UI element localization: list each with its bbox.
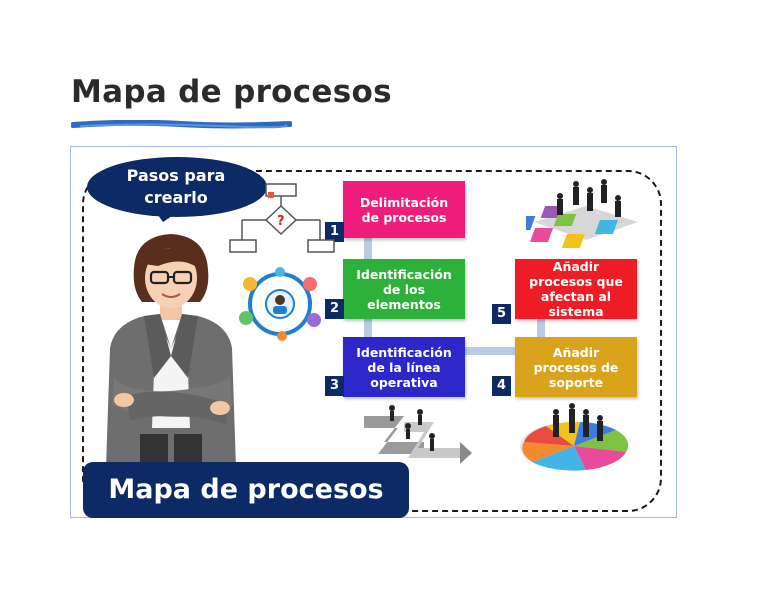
step-2-box: Identificación de los elementos	[343, 259, 465, 319]
speech-bubble	[87, 157, 267, 222]
step-3-box: Identificación de la línea operativa	[343, 337, 465, 397]
step-4-number: 4	[492, 376, 511, 396]
flowchart-icon: ?	[229, 183, 335, 253]
speech-bubble-text: Pasos para crearlo	[126, 166, 226, 207]
step-5-number: 5	[492, 304, 511, 324]
step-1-label: Delimitación de procesos	[359, 194, 449, 225]
title-badge-text: Mapa de procesos	[108, 474, 384, 505]
step-1-number: 1	[325, 222, 344, 242]
title-badge	[83, 462, 409, 518]
step-3-label: Identificación de la línea operativa	[356, 344, 452, 390]
step-2-label: Identificación de los elementos	[356, 266, 452, 312]
puzzle-circle-people-icon	[520, 403, 629, 471]
step-5-box: Añadir procesos que afectan al sistema	[515, 259, 637, 319]
network-people-icon	[239, 267, 321, 341]
title-underline	[71, 120, 292, 129]
svg-text:?: ?	[277, 214, 285, 229]
step-5-label: Añadir procesos que afectan al sistema	[529, 259, 623, 319]
step-1-box: Delimitación de procesos	[343, 181, 465, 238]
connector-horizontal	[440, 347, 520, 355]
page-title: Mapa de procesos	[71, 74, 392, 110]
step-4-label: Añadir procesos de soporte	[533, 344, 619, 390]
step-2-number: 2	[325, 299, 344, 319]
step-3-number: 3	[325, 376, 344, 396]
puzzle-people-icon	[526, 179, 638, 248]
arrows-people-icon	[364, 405, 472, 464]
businesswoman-illustration	[106, 234, 236, 470]
step-4-box: Añadir procesos de soporte	[515, 337, 637, 397]
connector-vertical-right	[537, 312, 545, 342]
